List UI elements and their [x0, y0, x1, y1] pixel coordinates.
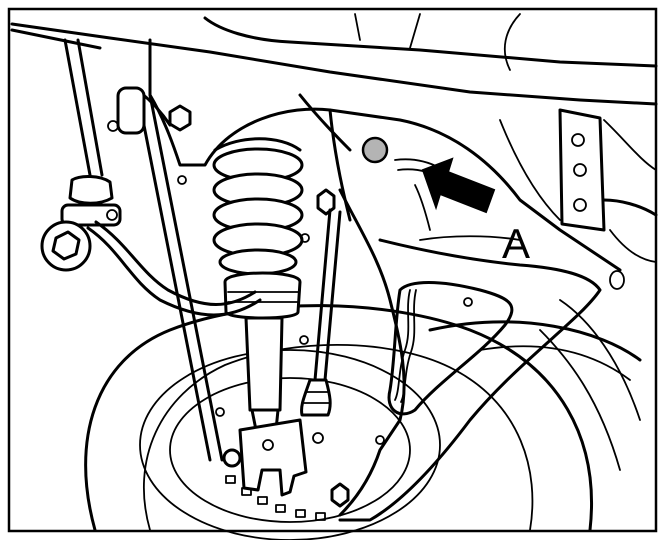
splined-bushing	[40, 220, 92, 272]
mounting-bolts	[168, 104, 350, 508]
wheel-tire	[84, 304, 642, 540]
mounting-point-highlight	[361, 136, 389, 164]
lateral-link-rod	[107, 86, 224, 462]
stabilizer-link	[60, 38, 122, 227]
lower-link-boot	[300, 208, 342, 417]
callout-arrow	[421, 157, 496, 214]
anti-roll-bar	[40, 220, 262, 317]
brake-disc-vents	[225, 475, 326, 521]
right-body-bracket	[558, 108, 658, 290]
trailing-arm	[138, 38, 622, 522]
coil-spring	[212, 137, 304, 276]
body-subframe-rail	[10, 13, 658, 106]
callout-label-a: A	[502, 220, 530, 267]
shock-absorber	[222, 271, 324, 497]
body-panel-lines	[499, 119, 657, 471]
